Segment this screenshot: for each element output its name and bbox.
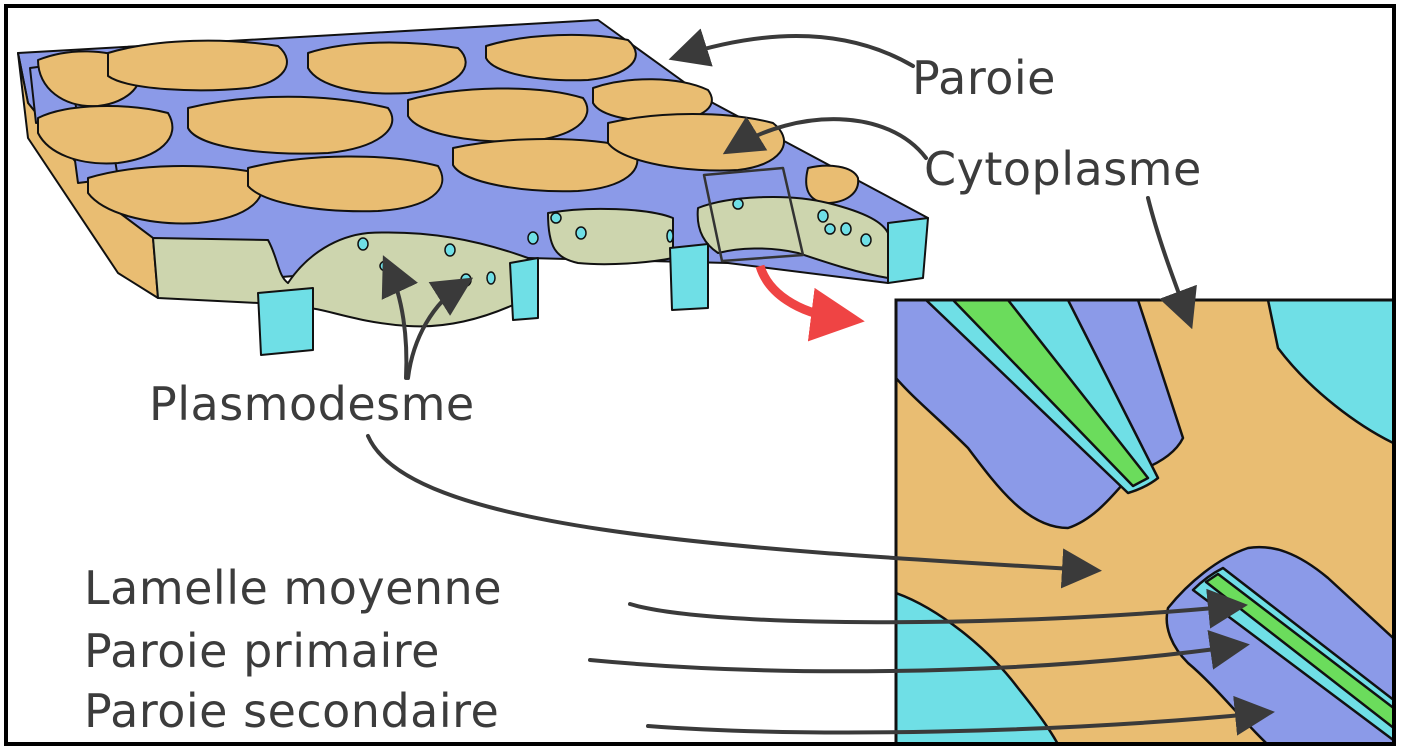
label-paroie: Paroie [912, 51, 1056, 105]
wall-cut-surface [257, 287, 314, 356]
arrow-paroie [668, 28, 915, 68]
zoom-inset [894, 298, 1392, 742]
label-cytoplasme: Cytoplasme [924, 142, 1202, 196]
diagram-frame: Paroie Cytoplasme Plasmodesme Lamelle mo… [4, 4, 1396, 746]
arrow-paroie-secondaire [646, 695, 1275, 736]
arrow-plasmodesme-1 [381, 255, 418, 380]
inset-adjacent-wall [1266, 300, 1392, 444]
cut-section-face [696, 195, 889, 279]
label-paroie-secondaire: Paroie secondaire [84, 684, 500, 738]
cut-section-face [152, 231, 529, 328]
zoom-selection-box [702, 166, 805, 263]
arrow-cytoplasme-inset [1146, 196, 1197, 330]
label-plasmodesme: Plasmodesme [149, 377, 475, 431]
plant-cell-diagram [17, 19, 1392, 742]
zoom-inset-border [894, 298, 1392, 742]
label-paroie-primaire: Paroie primaire [84, 624, 440, 678]
arrow-plasmodesme-inset [366, 434, 1102, 589]
annotation-arrows [366, 28, 1275, 736]
wall-cut-surface [887, 217, 929, 284]
cell-cytoplasm-group [37, 33, 860, 225]
wall-cut-surface [509, 257, 539, 321]
cut-section-face [547, 207, 674, 266]
arrow-paroie-primaire [588, 630, 1250, 674]
plasmodesma-pores [357, 198, 872, 287]
inset-middle-lamella [1204, 572, 1392, 729]
arrow-cytoplasme [722, 116, 928, 160]
zoom-arrow-red [755, 264, 865, 342]
arrow-plasmodesme-2 [406, 277, 474, 380]
inset-middle-lamella [951, 300, 1150, 488]
label-lamelle-moyenne: Lamelle moyenne [84, 561, 502, 615]
wall-cut-surface [669, 243, 709, 311]
arrow-lamelle-moyenne [628, 588, 1248, 629]
